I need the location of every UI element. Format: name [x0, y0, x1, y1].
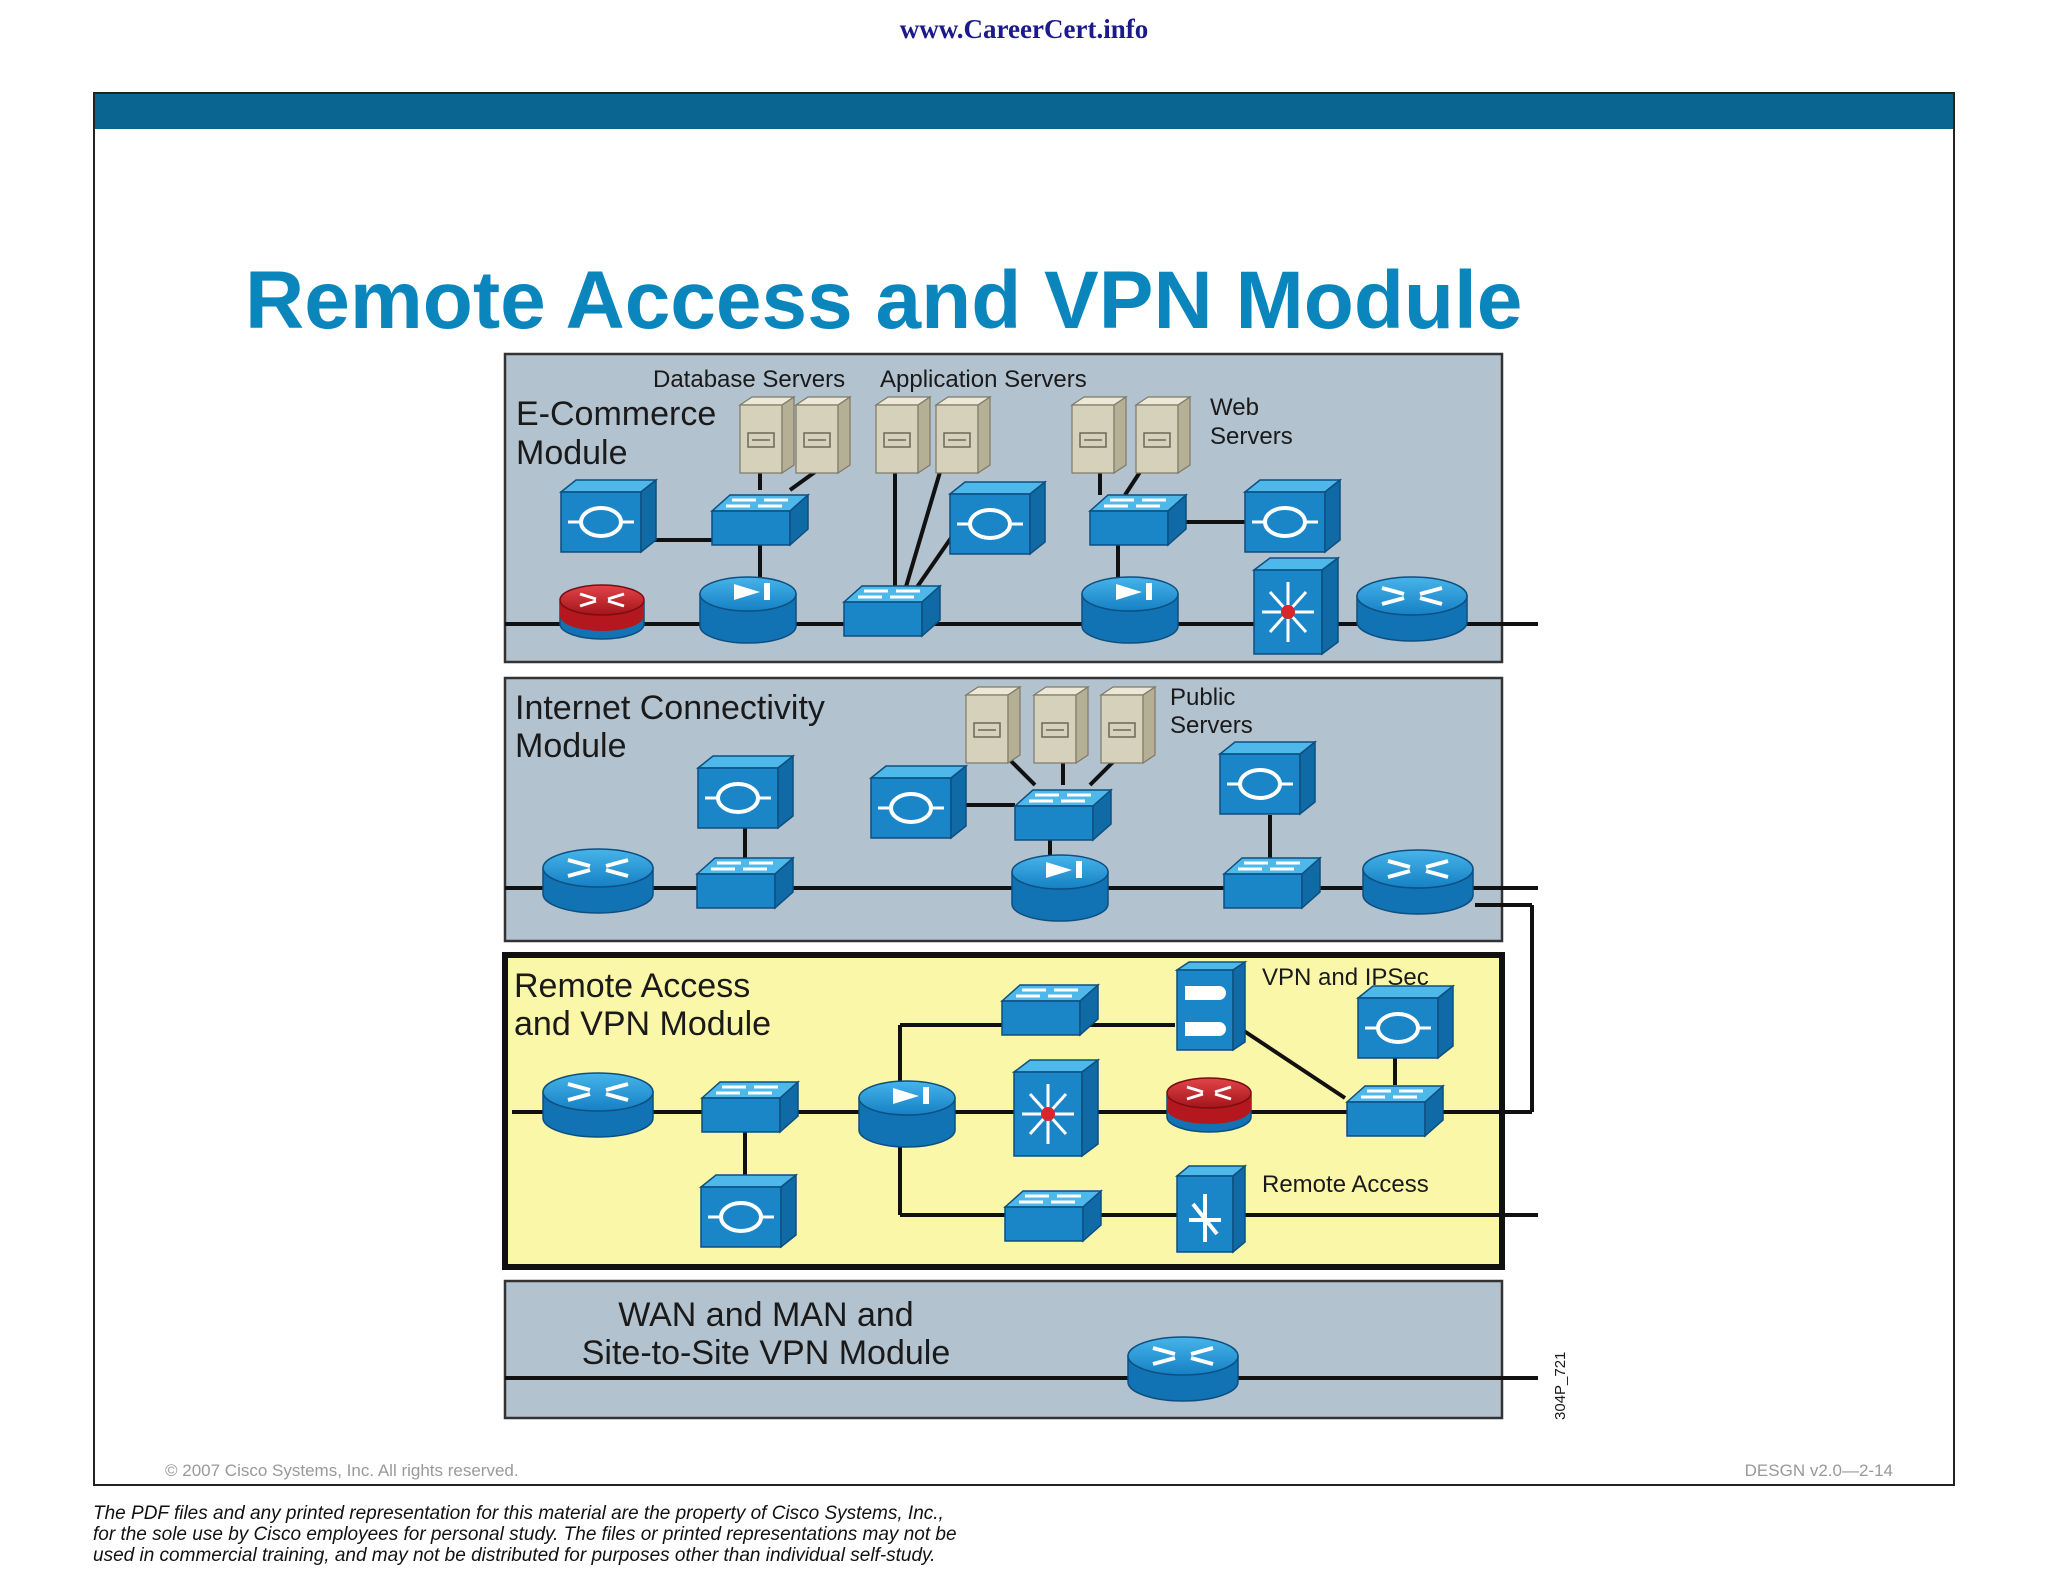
switch-icon — [695, 856, 795, 910]
server-icon — [1100, 686, 1156, 764]
server-icon — [935, 396, 991, 474]
firewall-router-icon — [558, 583, 646, 641]
wan-module-title-2: Site-to-Site VPN Module — [582, 1334, 951, 1372]
internet-module-title-2: Module — [515, 727, 627, 765]
course-code: DESGN v2.0—2-14 — [1744, 1461, 1893, 1480]
switch-icon — [1013, 788, 1113, 842]
figure-id: 304P_721 — [1552, 1352, 1569, 1420]
legal-notice: The PDF files and any printed representa… — [93, 1503, 1193, 1566]
legal-line-3: used in commercial training, and may not… — [93, 1545, 936, 1566]
wan-man-module — [503, 1279, 1504, 1420]
server-icon — [739, 396, 795, 474]
internet-module-title-1: Internet Connectivity — [515, 689, 825, 727]
remote-module-title-2: and VPN Module — [514, 1005, 771, 1043]
content-switch-icon — [699, 576, 797, 644]
ids-icon — [869, 764, 968, 840]
server-icon — [1071, 396, 1127, 474]
firewall-router-icon — [1165, 1076, 1253, 1134]
ids-icon — [699, 1173, 798, 1249]
multilayer-switch-icon — [1252, 556, 1340, 656]
legal-line-1: The PDF files and any printed representa… — [93, 1503, 944, 1524]
ids-icon — [948, 480, 1047, 556]
access-server-icon — [1175, 1164, 1247, 1254]
router-icon — [541, 847, 655, 915]
router-icon — [1355, 575, 1469, 643]
ecommerce-module-title-2: Module — [516, 434, 628, 472]
internet-connectivity-module — [503, 676, 1504, 943]
vpn-concentrator-icon — [1176, 961, 1246, 1051]
web-servers-label-1: Web — [1210, 394, 1259, 421]
switch-icon — [1345, 1084, 1445, 1138]
slide-title: Remote Access and VPN Module — [245, 255, 1523, 346]
switch-icon — [1222, 856, 1322, 910]
copyright: © 2007 Cisco Systems, Inc. All rights re… — [165, 1461, 519, 1480]
router-icon — [1361, 848, 1475, 916]
ids-icon — [559, 478, 658, 554]
server-icon — [875, 396, 931, 474]
application-servers-label: Application Servers — [880, 366, 1087, 393]
ids-icon — [696, 754, 795, 830]
switch-icon — [710, 493, 810, 547]
remote-access-label: Remote Access — [1262, 1171, 1429, 1198]
wan-module-title-1: WAN and MAN and — [618, 1296, 913, 1334]
ids-icon — [1218, 740, 1317, 816]
server-icon — [1033, 686, 1089, 764]
vpn-ipsec-label: VPN and IPSec — [1262, 964, 1429, 991]
switch-icon — [1088, 493, 1188, 547]
server-icon — [795, 396, 851, 474]
content-switch-icon — [1011, 854, 1109, 922]
site-url: www.CareerCert.info — [899, 14, 1149, 44]
ids-icon — [1356, 984, 1455, 1060]
database-servers-label: Database Servers — [653, 366, 845, 393]
content-switch-icon — [858, 1080, 956, 1148]
content-switch-icon — [1081, 576, 1179, 644]
server-icon — [1135, 396, 1191, 474]
web-servers-label-2: Servers — [1210, 423, 1293, 450]
switch-icon — [700, 1080, 800, 1134]
public-servers-label-2: Servers — [1170, 712, 1253, 739]
multilayer-switch-icon — [1012, 1058, 1100, 1158]
server-icon — [965, 686, 1021, 764]
ids-icon — [1243, 478, 1342, 554]
public-servers-label-1: Public — [1170, 684, 1235, 711]
router-icon — [1126, 1335, 1240, 1403]
slide-header-bar — [95, 94, 1953, 129]
switch-icon — [1003, 1189, 1103, 1243]
ecommerce-module-title-1: E-Commerce — [516, 395, 716, 433]
router-icon — [541, 1071, 655, 1139]
legal-line-2: for the sole use by Cisco employees for … — [93, 1524, 957, 1545]
remote-module-title-1: Remote Access — [514, 967, 750, 1005]
switch-icon — [842, 584, 942, 638]
switch-icon — [1000, 983, 1100, 1037]
